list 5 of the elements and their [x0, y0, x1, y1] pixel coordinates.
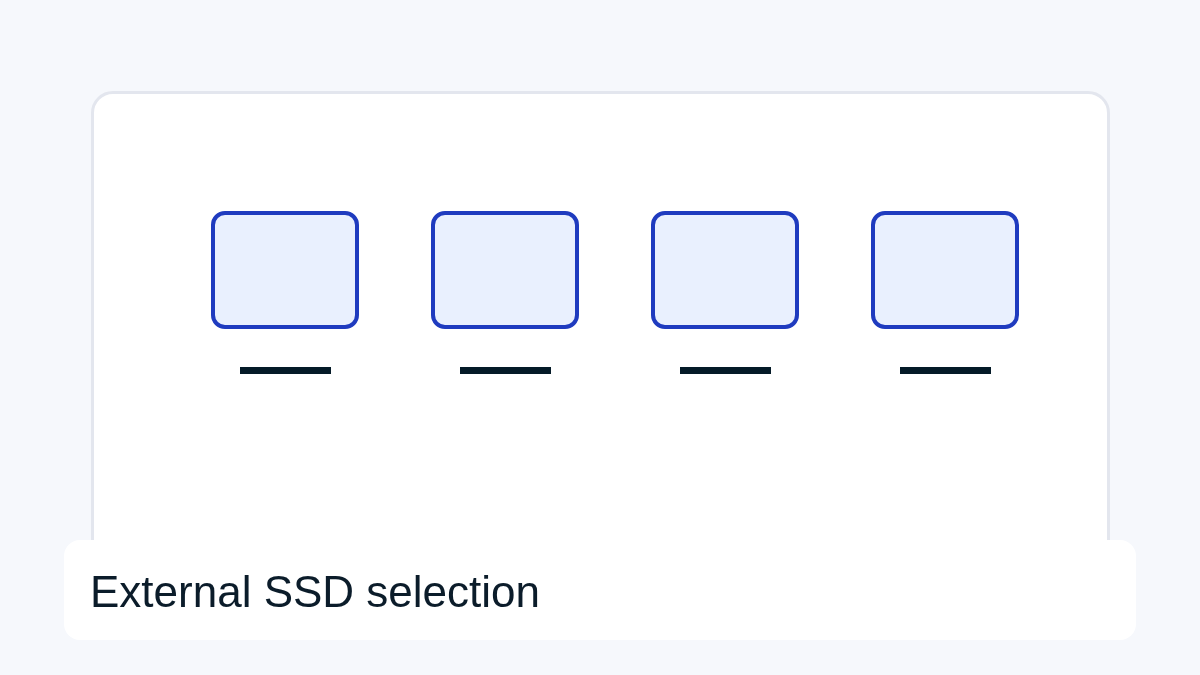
rounded-rectangle: [431, 211, 579, 329]
rounded-rectangle: [211, 211, 359, 329]
title: External SSD selection: [90, 568, 540, 617]
rounded-rectangle: [651, 211, 799, 329]
rounded-rectangle: [871, 211, 1019, 329]
